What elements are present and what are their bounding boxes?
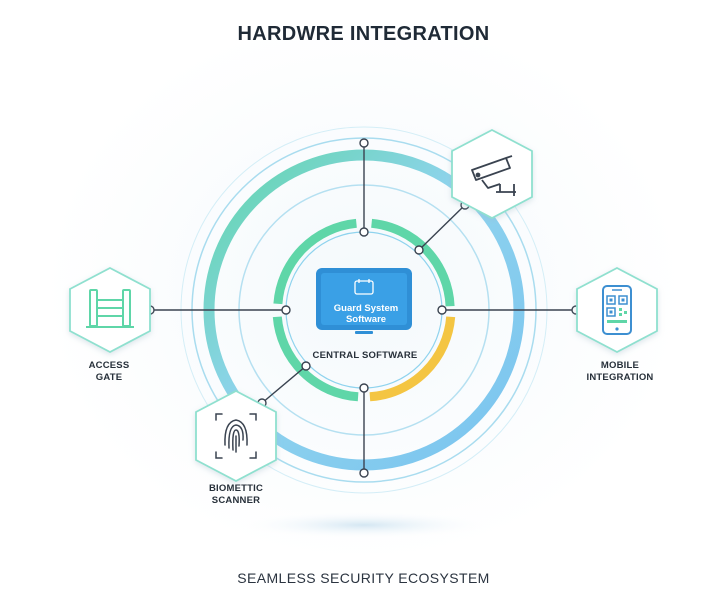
mobile-label-line2: INTEGRATION (586, 372, 654, 383)
gate-icon (86, 289, 134, 328)
line-camera (418, 204, 466, 251)
connector-lines (150, 143, 576, 473)
page-title: HARDWRE INTEGRATION (237, 23, 490, 45)
access-gate-label-line2: GATE (95, 372, 123, 383)
access-gate-label-line1: ACCESS (88, 360, 130, 371)
footer-caption: SEAMLESS SECURITY ECOSYSTEM (237, 570, 490, 586)
monitor-line2: Software (345, 314, 387, 325)
mobile-integration-label: MOBILE INTEGRATION (575, 360, 665, 384)
central-software-caption: CENTRAL SOFTWARE (312, 350, 418, 361)
inner-ring-green-bottom-left (272, 316, 359, 402)
biometric-scanner-label: BIOMETTIC SCANNER (196, 483, 276, 507)
inner-ring-green-top-right (371, 218, 455, 307)
floor-shadow (234, 511, 494, 539)
inner-ring-yellow (369, 316, 456, 402)
inner-ring-green-top-left (273, 218, 357, 305)
cctv-camera-icon (471, 155, 516, 196)
biometric-label-line1: BIOMETTIC (208, 483, 264, 494)
mobile-integration-node (576, 266, 658, 354)
access-gate-label: ACCESS GATE (74, 360, 144, 384)
fingerprint-icon (215, 413, 257, 459)
access-gate-node (69, 266, 151, 354)
monitor-label: Guard System Software (320, 303, 412, 325)
mobile-label-line1: MOBILE (600, 360, 640, 371)
line-biometric (261, 365, 307, 404)
biometric-label-line2: SCANNER (211, 495, 261, 506)
monitor-line1: Guard System (333, 303, 399, 314)
qr-phone-icon (602, 285, 632, 335)
monitor-icon (316, 268, 412, 334)
